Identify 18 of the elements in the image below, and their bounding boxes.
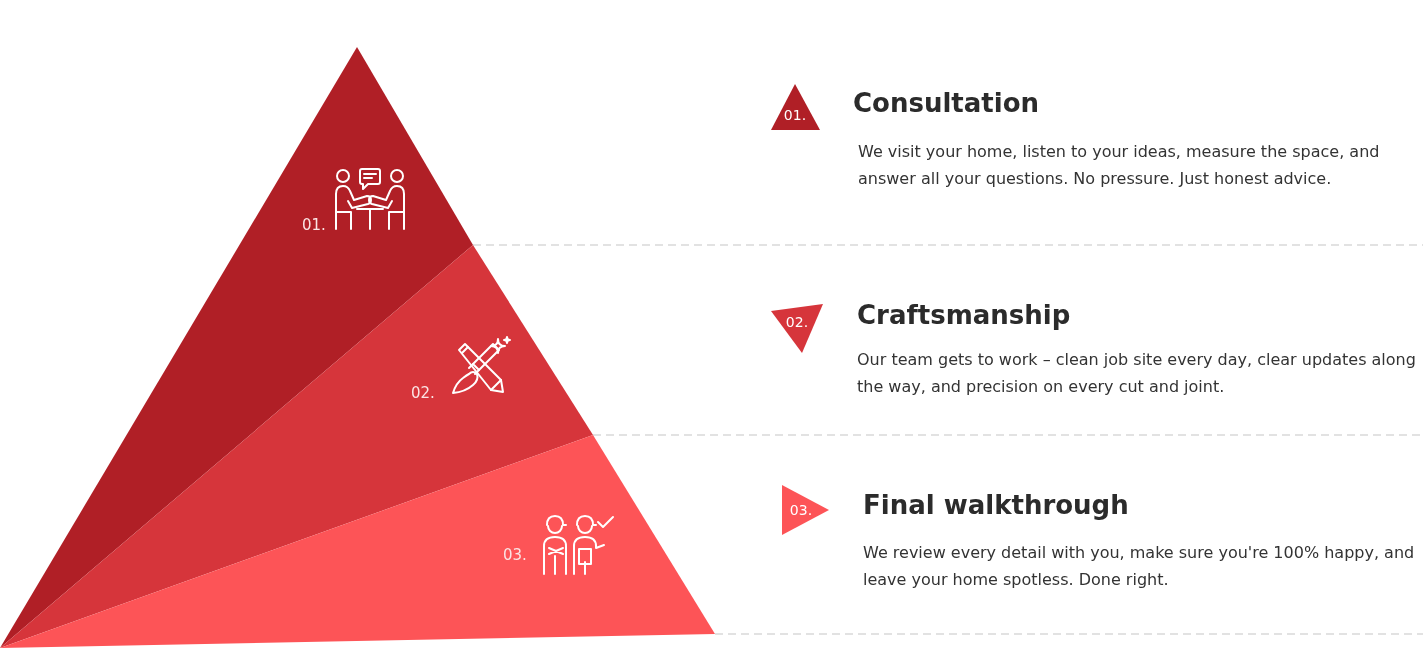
step-number: 03. <box>789 502 813 518</box>
triangle-marker <box>782 485 829 535</box>
pyramid-segment <box>0 47 473 648</box>
step-heading: Final walkthrough <box>863 489 1129 521</box>
step-heading: Consultation <box>853 87 1040 119</box>
step-description: We review every detail with you, make sure you're 100% happy, and leave your home spotless. Done right. <box>863 542 1416 591</box>
triangle-marker <box>771 304 823 353</box>
step-number: 01. <box>302 216 326 234</box>
step-description: Our team gets to work – clean job site every day, clear updates along the way, and precision on every cut and joint. <box>857 349 1417 398</box>
triangle-marker <box>771 84 820 130</box>
step-description: We visit your home, listen to your ideas, measure the space, and answer all your questions. No pressure. Just honest advice. <box>858 141 1381 190</box>
pyramid-segment <box>0 435 715 648</box>
pyramid-segment <box>0 245 593 648</box>
step-number: 01. <box>783 107 807 123</box>
step-number: 02. <box>411 384 435 402</box>
step-number: 02. <box>785 314 809 330</box>
step-number: 03. <box>503 546 527 564</box>
step-heading: Craftsmanship <box>857 299 1071 331</box>
